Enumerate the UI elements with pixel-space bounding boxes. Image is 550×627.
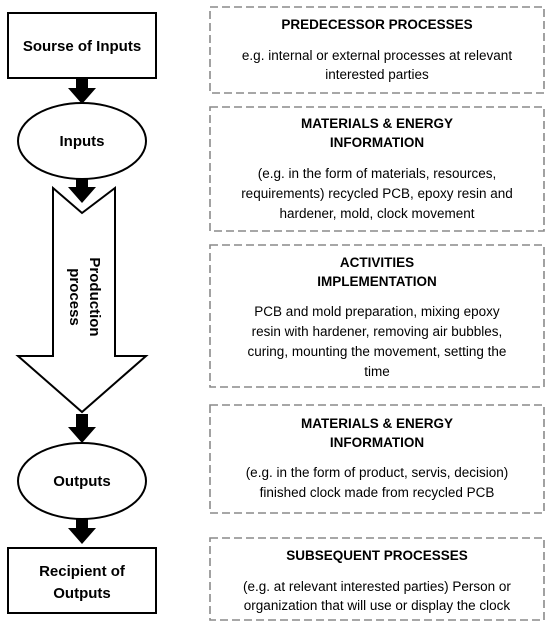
source-of-inputs-label: Sourse of Inputs — [23, 38, 141, 55]
production-process-label-line2: process — [66, 268, 83, 326]
panel-body-line: hardener, mold, clock movement — [279, 206, 474, 221]
arrow-process-to-outputs — [68, 414, 96, 443]
panel-title: ACTIVITIES — [340, 255, 414, 270]
arrow-inputs-to-process — [68, 179, 96, 203]
panel-body-line: (e.g. at relevant interested parties) Pe… — [243, 579, 511, 594]
panel-materials-energy-inputs — [209, 106, 545, 232]
recipient-of-outputs-label-line1: Recipient of — [39, 563, 126, 580]
panel-body-line: curing, mounting the movement, setting t… — [248, 344, 507, 359]
panel-predecessor-processes-text: PREDECESSOR PROCESSES e.g. internal or e… — [242, 17, 512, 82]
panel-materials-energy-outputs — [209, 404, 545, 514]
recipient-of-outputs-label-line2: Outputs — [53, 585, 111, 602]
panel-subsequent-processes — [209, 537, 545, 621]
arrow-outputs-to-recipient — [68, 519, 96, 544]
panel-title: MATERIALS & ENERGY — [301, 416, 453, 431]
panel-materials-energy-inputs-text: MATERIALS & ENERGY INFORMATION (e.g. in … — [241, 116, 513, 221]
panel-body-line: finished clock made from recycled PCB — [260, 485, 495, 500]
panel-body-line: resin with hardener, removing air bubble… — [252, 324, 503, 339]
panel-title: IMPLEMENTATION — [317, 274, 437, 289]
panel-body-line: (e.g. in the form of product, servis, de… — [246, 465, 509, 480]
panel-activities-implementation-text: ACTIVITIES IMPLEMENTATION PCB and mold p… — [248, 255, 507, 379]
panel-body-line: requirements) recycled PCB, epoxy resin … — [241, 186, 513, 201]
panel-predecessor-processes — [209, 6, 545, 94]
panel-subsequent-processes-text: SUBSEQUENT PROCESSES (e.g. at relevant i… — [243, 548, 511, 613]
panel-body-line: (e.g. in the form of materials, resource… — [258, 166, 497, 181]
outputs-label: Outputs — [53, 473, 111, 490]
arrow-source-to-inputs — [68, 78, 96, 104]
info-panels — [209, 6, 545, 621]
flow-column: Sourse of Inputs Inputs Production proce… — [7, 12, 157, 614]
panel-title: SUBSEQUENT PROCESSES — [286, 548, 468, 563]
panel-title: PREDECESSOR PROCESSES — [281, 17, 472, 32]
panel-body-line: time — [364, 364, 390, 379]
panel-activities-implementation — [209, 244, 545, 388]
inputs-label: Inputs — [60, 133, 105, 150]
source-of-inputs-box — [7, 12, 157, 79]
panel-body-line: PCB and mold preparation, mixing epoxy — [254, 304, 500, 319]
panel-title: INFORMATION — [330, 135, 424, 150]
production-process-arrow — [15, 185, 149, 414]
panel-body-line: e.g. internal or external processes at r… — [242, 48, 512, 63]
panel-body-line: organization that will use or display th… — [244, 598, 511, 613]
recipient-of-outputs-box — [7, 547, 157, 614]
production-process-label-line1: Production — [86, 257, 103, 336]
panel-materials-energy-outputs-text: MATERIALS & ENERGY INFORMATION (e.g. in … — [246, 416, 509, 500]
panel-title: MATERIALS & ENERGY — [301, 116, 453, 131]
panel-body-line: interested parties — [325, 67, 429, 82]
panel-title: INFORMATION — [330, 435, 424, 450]
